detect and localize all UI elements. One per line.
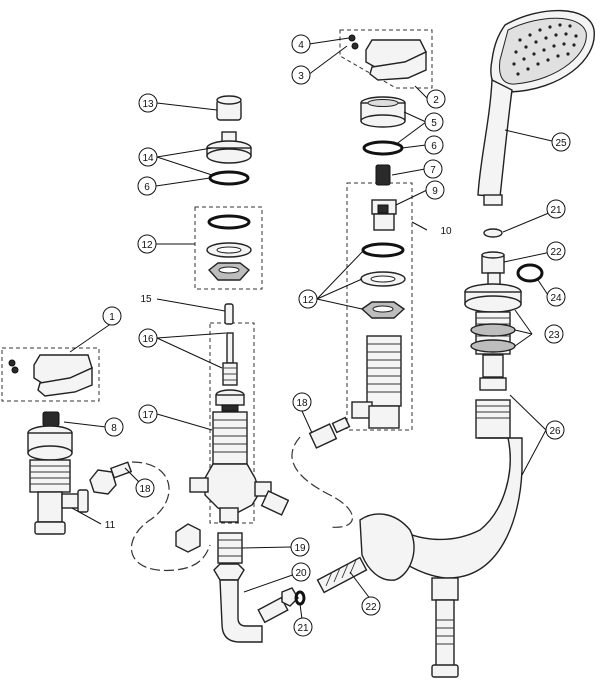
hand-shower — [477, 9, 595, 238]
svg-text:3: 3 — [298, 71, 304, 82]
svg-text:26: 26 — [549, 426, 561, 437]
svg-text:11: 11 — [105, 520, 116, 531]
callout-10: 10 — [440, 226, 452, 237]
callout-22-bottom: 22 — [361, 596, 381, 616]
callout-15: 15 — [140, 294, 152, 305]
svg-text:8: 8 — [111, 423, 117, 434]
callout-7: 7 — [423, 159, 443, 179]
callout-18-left: 18 — [135, 478, 155, 498]
callout-17: 17 — [138, 404, 158, 424]
callout-25: 25 — [551, 132, 571, 152]
callout-4: 4 — [291, 34, 311, 54]
svg-text:12: 12 — [141, 240, 153, 251]
callout-13: 13 — [138, 93, 158, 113]
svg-text:14: 14 — [142, 153, 154, 164]
svg-text:1: 1 — [109, 312, 115, 323]
svg-text:18: 18 — [139, 484, 151, 495]
svg-text:16: 16 — [142, 334, 154, 345]
callout-23: 23 — [544, 324, 564, 344]
callout-21-bottom: 21 — [293, 617, 313, 637]
hose-guide-assembly — [316, 251, 544, 678]
callout-26: 26 — [545, 420, 565, 440]
svg-text:25: 25 — [555, 138, 567, 149]
svg-text:7: 7 — [430, 165, 436, 176]
callout-24: 24 — [546, 287, 566, 307]
callout-18-right: 18 — [292, 392, 312, 412]
svg-text:13: 13 — [142, 99, 154, 110]
callout-9: 9 — [425, 180, 445, 200]
svg-text:22: 22 — [550, 247, 562, 258]
cap-and-rosette — [206, 95, 252, 186]
washers-and-nut-left — [206, 214, 252, 281]
svg-text:4: 4 — [298, 40, 304, 51]
svg-text:22: 22 — [365, 602, 377, 613]
callout-14: 14 — [138, 147, 158, 167]
svg-text:6: 6 — [431, 141, 437, 152]
callout-21-top: 21 — [546, 199, 566, 219]
callouts: 1 2 3 4 5 6 6 7 8 9 10 11 12 12 13 14 15… — [102, 34, 571, 637]
handle-kit-1 — [8, 354, 93, 397]
leader-lines — [63, 37, 557, 628]
svg-text:18: 18 — [296, 398, 308, 409]
callout-5: 5 — [424, 112, 444, 132]
svg-text:23: 23 — [548, 330, 560, 341]
flex-hoses — [130, 436, 354, 572]
callout-3: 3 — [291, 65, 311, 85]
svg-text:5: 5 — [431, 118, 437, 129]
callout-2: 2 — [426, 89, 446, 109]
svg-text:21: 21 — [550, 205, 562, 216]
cartridge-column — [189, 303, 272, 523]
spray-nozzles — [512, 23, 578, 76]
hose-fittings — [89, 416, 351, 553]
right-valve-stack — [351, 96, 406, 429]
svg-text:24: 24 — [550, 293, 562, 304]
callout-1: 1 — [102, 306, 122, 326]
elbow-assembly — [213, 532, 306, 643]
callout-8: 8 — [104, 417, 124, 437]
callout-22-top: 22 — [546, 241, 566, 261]
svg-text:21: 21 — [297, 623, 309, 634]
svg-text:15: 15 — [140, 294, 152, 305]
left-valve-body — [27, 411, 89, 535]
handle-kit-2 — [348, 34, 427, 81]
callout-6-right: 6 — [424, 135, 444, 155]
svg-text:17: 17 — [142, 410, 154, 421]
svg-text:10: 10 — [440, 226, 452, 237]
callout-20: 20 — [291, 562, 311, 582]
callout-12-right: 12 — [298, 289, 318, 309]
svg-text:6: 6 — [144, 182, 150, 193]
callout-11: 11 — [105, 520, 116, 531]
callout-6-left: 6 — [137, 176, 157, 196]
callout-16: 16 — [138, 328, 158, 348]
callout-12-left: 12 — [137, 234, 157, 254]
svg-text:2: 2 — [433, 95, 439, 106]
svg-text:20: 20 — [295, 568, 307, 579]
svg-text:9: 9 — [432, 186, 438, 197]
svg-text:12: 12 — [302, 295, 314, 306]
svg-text:19: 19 — [294, 543, 306, 554]
callout-19: 19 — [290, 537, 310, 557]
